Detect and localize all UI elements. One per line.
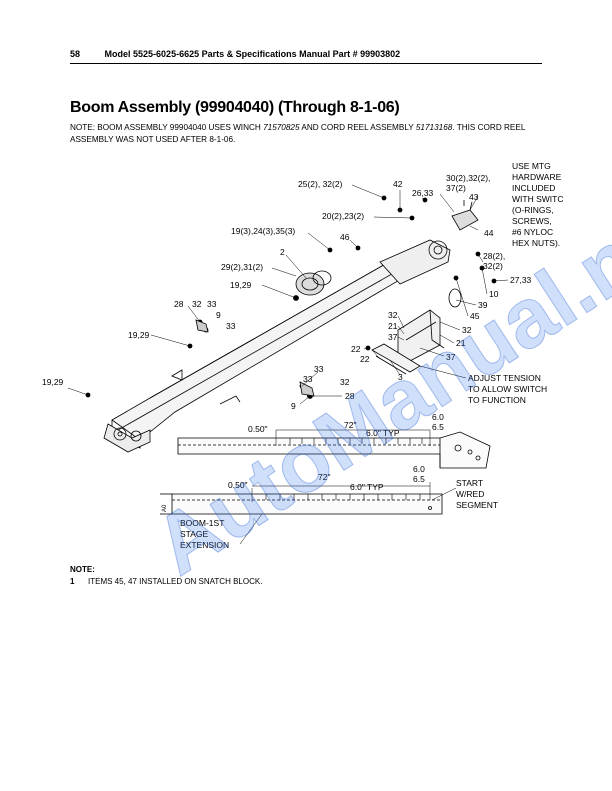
- callout-label: 22: [351, 344, 361, 354]
- callout-label: 2: [280, 247, 285, 257]
- callout-label: 29(2),31(2): [221, 262, 263, 272]
- dim-label: 0.50": [248, 424, 268, 434]
- boom-note-line: STAGE: [180, 529, 209, 539]
- callout-label: 30(2),32(2),: [446, 173, 490, 183]
- tension-note-line: TO FUNCTION: [468, 395, 526, 405]
- callout-label: 9: [216, 310, 221, 320]
- callout-label: 32: [462, 325, 472, 335]
- callout-label: 26,33: [412, 188, 434, 198]
- start-note-line: START: [456, 478, 483, 488]
- intro-reel: 51713168: [415, 123, 453, 132]
- mtg-note-line: USE MTG: [512, 161, 551, 171]
- callout-label: 39: [478, 300, 488, 310]
- upper-dimensions: 0.50" 72" 6.0" TYP 6.0 6.5: [248, 412, 444, 438]
- boom-drawing: [85, 195, 497, 453]
- intro-winch: 71570825: [263, 123, 300, 132]
- manual-title: Model 5525-6025-6625 Parts & Specificati…: [104, 49, 401, 59]
- callout-label: 19,29: [128, 330, 150, 340]
- notes-heading: NOTE:: [70, 565, 95, 574]
- callout-label: 37(2): [446, 183, 466, 193]
- start-note-line: SEGMENT: [456, 500, 498, 510]
- boom-stage-note: BOOM-1ST STAGE EXTENSION: [180, 518, 229, 550]
- callout-label: 19(3),24(3),35(3): [231, 226, 295, 236]
- callout-label: 27,33: [510, 275, 532, 285]
- dim-label: 72": [344, 420, 356, 430]
- dim-label: 6.5: [413, 474, 425, 484]
- callout-label: 46: [340, 232, 350, 242]
- callout-label: 19,29: [230, 280, 252, 290]
- dim-label: 0.50": [228, 480, 248, 490]
- start-note-line: W/RED: [456, 489, 484, 499]
- callout-label: 42: [393, 179, 403, 189]
- callout-label: 32: [340, 377, 350, 387]
- lower-boom-section: [160, 482, 457, 545]
- callout-label: 33: [303, 374, 313, 384]
- note-item-number: 1: [70, 577, 75, 586]
- lower-dimensions: 0.50" 72" 6.0" TYP 6.0 6.5: [228, 464, 425, 492]
- callout-label: 28: [174, 299, 184, 309]
- callout-label: 33: [207, 299, 217, 309]
- boom-note-line: EXTENSION: [180, 540, 229, 550]
- mtg-note-line: SCREWS,: [512, 216, 552, 226]
- callout-label: 22: [360, 354, 370, 364]
- intro-note: NOTE: BOOM ASSEMBLY 99904040 USES WINCH …: [70, 122, 550, 145]
- callout-label: 45: [470, 311, 480, 321]
- callout-label: 32: [388, 310, 398, 320]
- dim-label: 6.0: [432, 412, 444, 422]
- callout-label: 28: [345, 391, 355, 401]
- boom-note-line: BOOM-1ST: [180, 518, 224, 528]
- mtg-hardware-note: USE MTG HARDWARE INCLUDED WITH SWITC (O-…: [512, 161, 563, 248]
- tension-note-line: TO ALLOW SWITCH: [468, 384, 547, 394]
- dim-label: 72": [318, 472, 330, 482]
- callout-label: 33: [314, 364, 324, 374]
- callout-label: 3: [398, 372, 403, 382]
- intro-part3: . THIS CORD REEL ASSEMBLY WAS NOT USED A…: [70, 123, 526, 144]
- mtg-note-line: HARDWARE: [512, 172, 562, 182]
- dim-label: 6.0" TYP: [350, 482, 384, 492]
- section-marker: A0: [162, 504, 168, 512]
- callout-label: 19,29: [42, 377, 64, 387]
- note-item: 1 ITEMS 45, 47 INSTALLED ON SNATCH BLOCK.: [70, 577, 262, 586]
- callout-label: 25(2), 32(2): [298, 179, 343, 189]
- callout-label: 28(2),: [483, 251, 505, 261]
- callout-label: 43: [469, 192, 479, 202]
- mtg-note-line: (O-RINGS,: [512, 205, 554, 215]
- page-title: Boom Assembly (99904040) (Through 8-1-06…: [70, 99, 400, 116]
- callout-label: 37: [446, 352, 456, 362]
- intro-part2: AND CORD REEL ASSEMBLY: [299, 123, 416, 132]
- callout-label: 21: [456, 338, 466, 348]
- adjust-tension-note: ADJUST TENSION TO ALLOW SWITCH TO FUNCTI…: [468, 373, 547, 405]
- callout-label: 32(2): [483, 261, 503, 271]
- intro-part1: NOTE: BOOM ASSEMBLY 99904040 USES WINCH: [70, 123, 264, 132]
- dim-label: 6.0: [413, 464, 425, 474]
- callout-label: 9: [291, 401, 296, 411]
- dim-label: 6.5: [432, 422, 444, 432]
- mtg-note-line: #6 NYLOC: [512, 227, 553, 237]
- mtg-note-line: WITH SWITC: [512, 194, 563, 204]
- callout-label: 37: [388, 332, 398, 342]
- callout-label: 44: [484, 228, 494, 238]
- part-callouts: 25(2), 32(2) 42 26,33 30(2),32(2), 37(2)…: [42, 173, 532, 411]
- note-item-text: ITEMS 45, 47 INSTALLED ON SNATCH BLOCK.: [88, 577, 263, 586]
- header-rule: [70, 63, 542, 64]
- start-segment-note: START W/RED SEGMENT: [456, 478, 498, 510]
- page-number: 58: [70, 49, 81, 59]
- tension-note-line: ADJUST TENSION: [468, 373, 541, 383]
- callout-label: 21: [388, 321, 398, 331]
- page-header: 58 Model 5525-6025-6625 Parts & Specific…: [70, 49, 400, 59]
- upper-boom-section: [177, 429, 491, 469]
- leader-lines: [67, 184, 509, 405]
- callout-label: 32: [192, 299, 202, 309]
- dim-label: 6.0" TYP: [366, 428, 400, 438]
- mtg-note-line: HEX NUTS).: [512, 238, 560, 248]
- callout-label: 10: [489, 289, 499, 299]
- callout-label: 33: [226, 321, 236, 331]
- mtg-note-line: INCLUDED: [512, 183, 555, 193]
- callout-label: 20(2),23(2): [322, 211, 364, 221]
